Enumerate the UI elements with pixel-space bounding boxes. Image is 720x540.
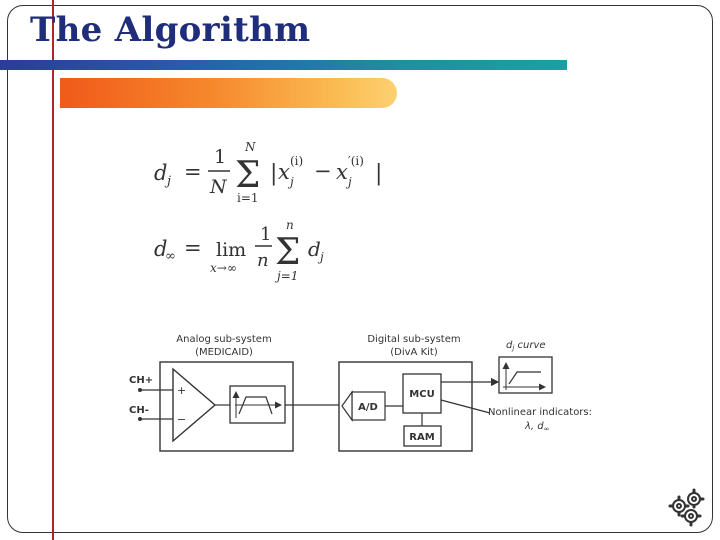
dj-sum-lower: i=1 [237,191,259,205]
dj-curve-word: curve [514,340,545,351]
mcu-label: MCU [409,389,434,400]
dj-lhs-sub: j [164,174,171,189]
analog-title: Analog sub-system [176,334,271,345]
ch-minus-label: CH- [129,405,149,416]
nonlinear-values-main: λ, d [524,421,544,432]
slide-vertical-rule [52,0,54,540]
dj-sum: Σ [235,155,260,196]
dinf-lhs: d [154,237,167,261]
dj-curve-box [498,356,553,394]
formula-dinf: d ∞ = lim x→∞ 1 n n Σ j=1 d j [154,218,324,283]
digital-title: Digital sub-system [367,334,460,345]
dinf-term: d [308,237,321,261]
ad-label: A/D [358,402,378,413]
block-diagram: Analog sub-system (MEDICAID) CH+ CH- + −… [129,334,592,452]
nonlinear-label: Nonlinear indicators: [488,407,592,418]
filter-bandpass-curve [238,396,273,415]
dj-curve-label: dj curve [506,340,546,352]
dj-x2-sub: j [345,175,352,189]
nonlinear-values-sub: ∞ [544,425,550,433]
amplifier-triangle [172,367,217,443]
digital-subtitle: (DivA Kit) [390,347,438,358]
dj-curve-d: d [506,340,513,351]
dj-x2-sup: ′(i) [348,154,364,168]
dj-x2: x [336,160,348,184]
dinf-term-sub: j [317,250,324,264]
dinf-sum: Σ [275,232,300,273]
formulas: d j = 1 N N Σ i=1 | x j (i) − x j ′(i) |… [154,140,382,283]
slide-frame [7,5,713,533]
dinf-sum-upper: n [286,218,294,232]
dj-abs-open: | [270,161,277,186]
dj-curve-trace [508,371,541,385]
ram-label: RAM [409,432,434,443]
analog-subtitle: (MEDICAID) [195,347,253,358]
ad-input-chevron [341,390,353,422]
dinf-frac-num: 1 [260,224,271,245]
dinf-lim-under: x→∞ [210,261,237,275]
ram-box [403,425,442,447]
ch-plus-label: CH+ [129,375,153,386]
dj-sum-upper: N [244,140,256,154]
mcu-to-indicators-wire [440,399,491,414]
nonlinear-values: λ, d∞ [524,421,549,433]
dj-curve-sub: j [511,344,514,352]
dj-frac-den: N [209,176,228,198]
mcu-box [402,373,442,414]
dinf-sum-lower: j=1 [274,269,298,283]
amp-plus: + [177,384,186,397]
dj-minus: − [314,159,332,183]
dj-x1-sup: (i) [290,154,303,168]
dinf-frac-den: n [257,250,269,271]
dj-eq: = [184,160,202,184]
formula-dj: d j = 1 N N Σ i=1 | x j (i) − x j ′(i) | [154,140,382,205]
dinf-eq: = [184,236,202,260]
amp-minus: − [177,413,186,426]
dj-lhs: d [154,161,167,185]
dinf-lhs-sub: ∞ [165,249,176,264]
dj-frac-num: 1 [214,146,226,168]
slide-title: The Algorithm [30,10,311,50]
dj-x1: x [278,160,290,184]
accent-bar [60,78,397,108]
dj-x1-sub: j [287,175,294,189]
dj-abs-close: | [375,161,382,186]
title-underline-bar [0,60,567,70]
dinf-lim: lim [216,239,246,261]
gears-icon [668,488,705,527]
